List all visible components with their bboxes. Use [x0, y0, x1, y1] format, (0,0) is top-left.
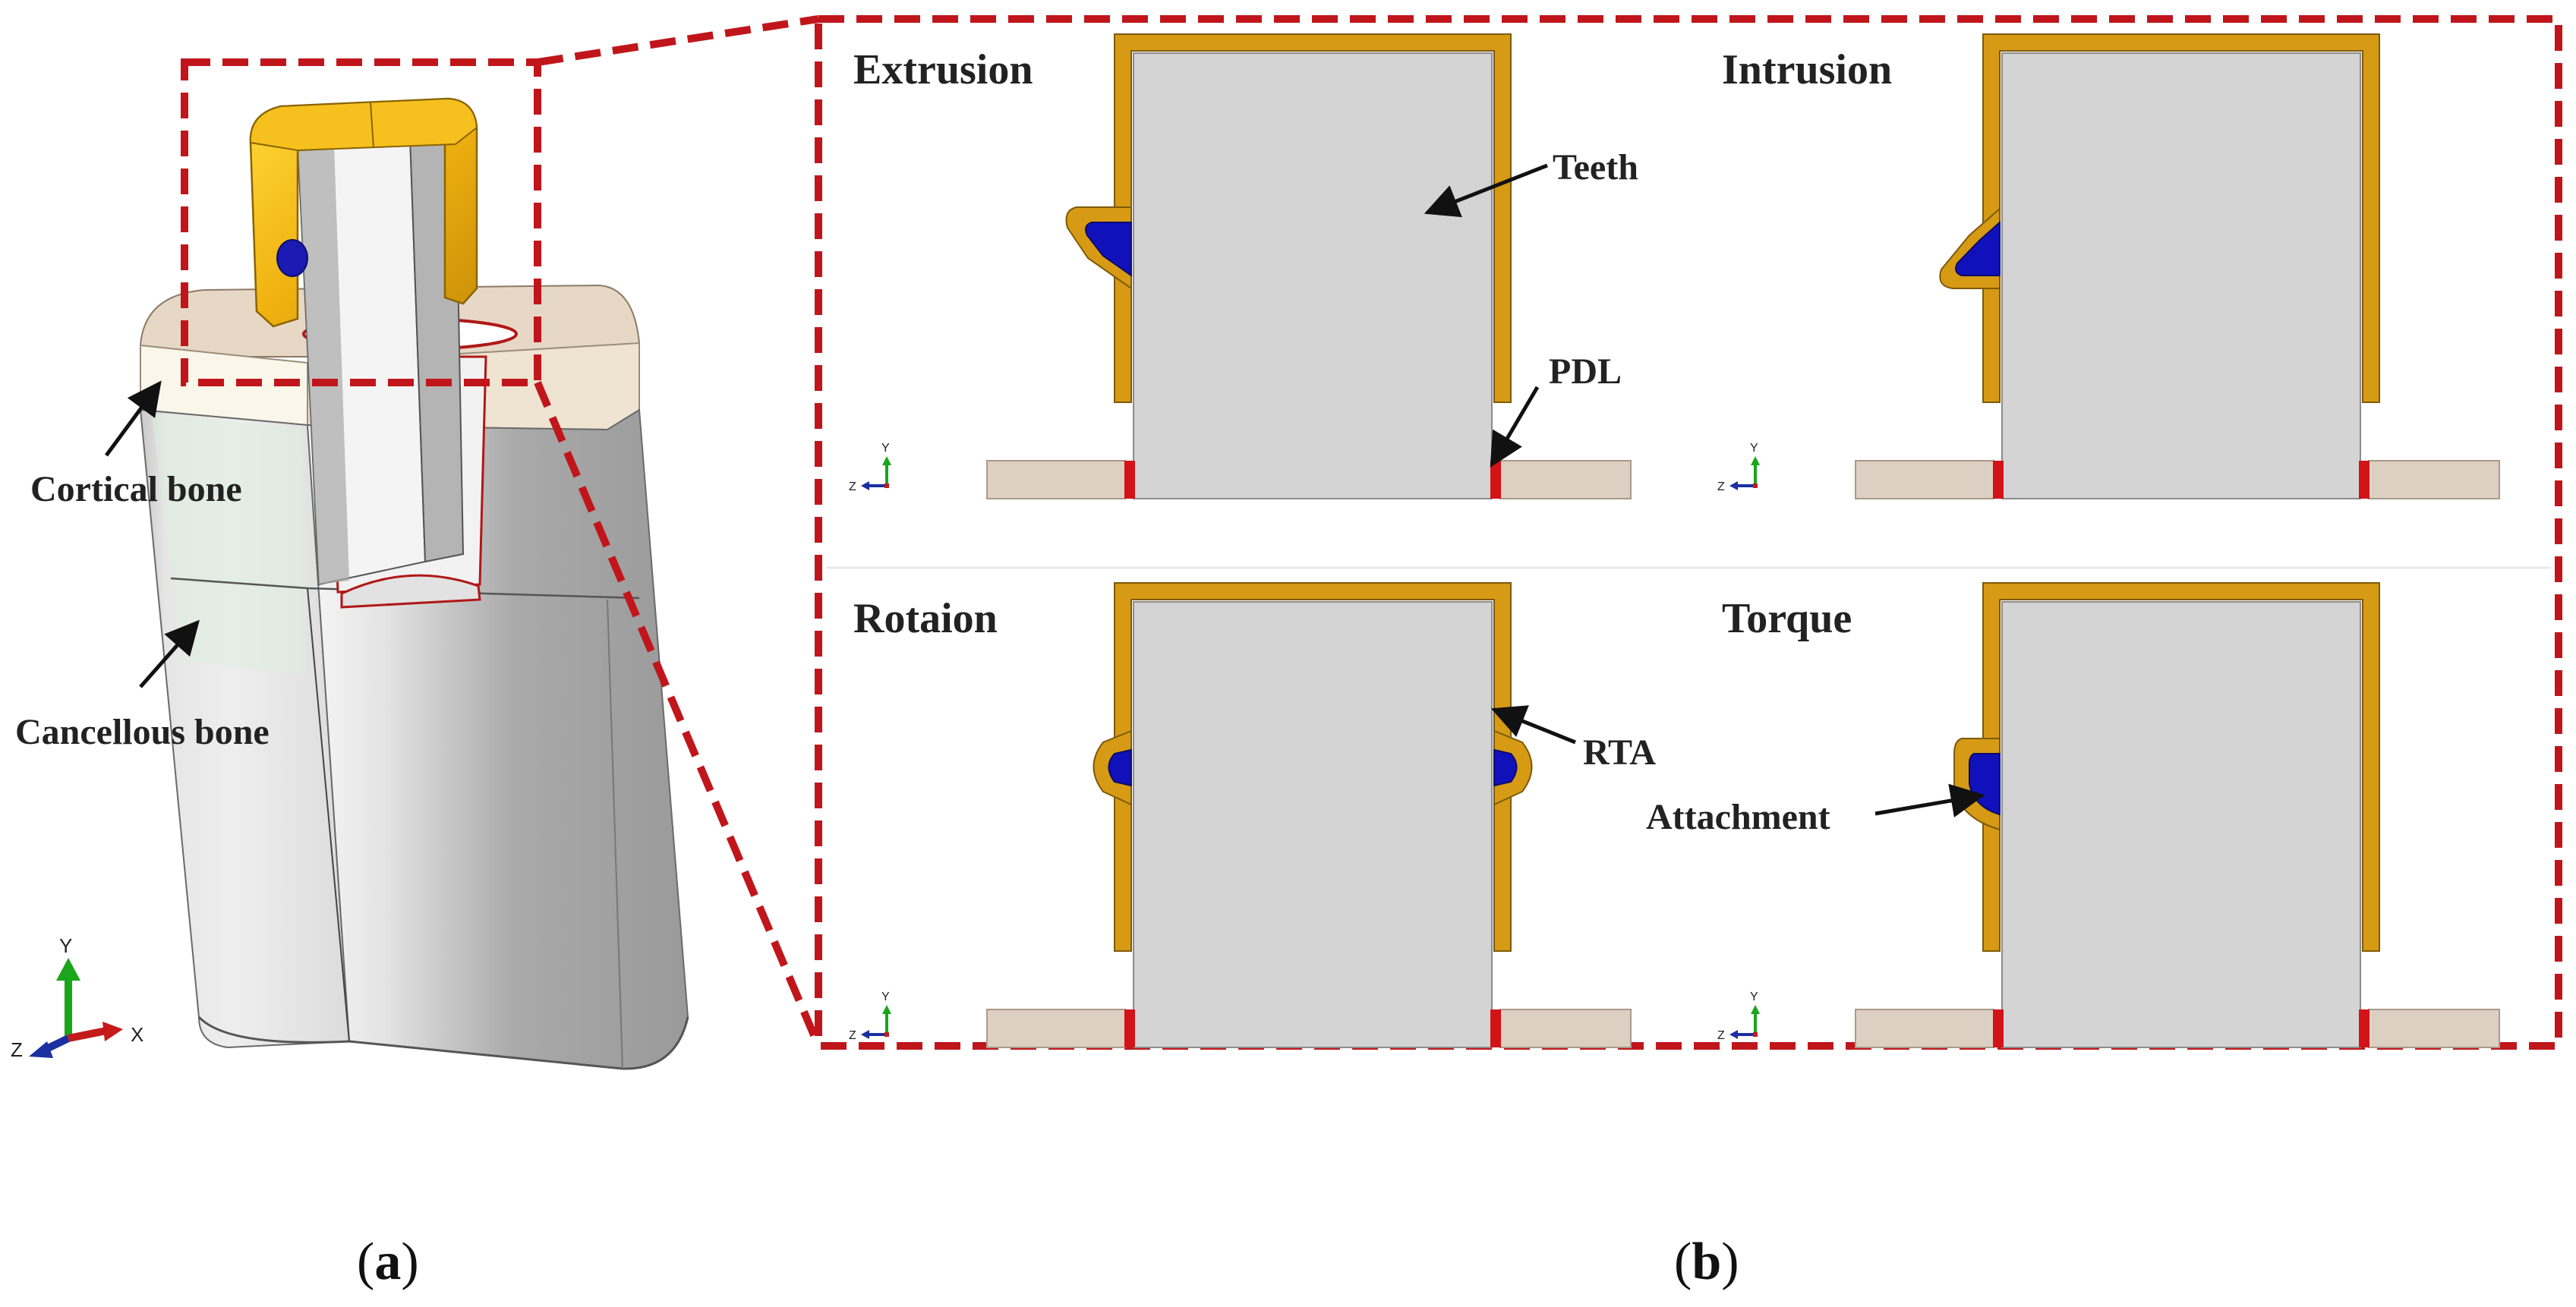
pdl-left — [1124, 1009, 1135, 1047]
bone-left — [1855, 460, 1994, 499]
panel-a: Cortical bone Cancellous bone Y Z X (a) — [11, 15, 822, 1291]
cortical-label: Cortical bone — [30, 469, 242, 509]
aligner-cap-top — [249, 97, 478, 152]
axis-triad-a: Y Z X — [11, 934, 143, 1061]
attachment-right — [1493, 748, 1518, 787]
aligner-shell — [1982, 582, 2380, 952]
axis-x-label: X — [131, 1023, 143, 1046]
zoom-box — [181, 58, 541, 386]
panel-title-extrusion: Extrusion — [853, 46, 1033, 93]
axis-z-label: Z — [1717, 1029, 1725, 1042]
bone-right — [1499, 460, 1632, 499]
axis-triad: YZ — [849, 990, 891, 1042]
axis-y-label: Y — [1750, 442, 1758, 455]
bone-left — [986, 1009, 1126, 1048]
panel-title-rotation: Rotaion — [853, 595, 998, 642]
tooth — [2001, 601, 2361, 1048]
attachment — [1085, 222, 1132, 277]
bone-left — [1855, 1009, 1994, 1048]
front-tint — [152, 414, 307, 676]
tooth-root-left — [298, 143, 349, 584]
aligner-shell — [1982, 33, 2380, 403]
attachment-label: Attachment — [1646, 797, 1830, 837]
tooth — [1133, 52, 1493, 499]
teeth-arrow — [1424, 163, 1548, 218]
axis-triad: YZ — [849, 442, 891, 493]
pdl-right — [2359, 461, 2369, 499]
panel-b: ExtrusionYZIntrusionYZRotaionYZTorqueYZ … — [815, 15, 2562, 1291]
zoom-line-top — [537, 15, 819, 66]
axis-y-label: Y — [881, 990, 890, 1003]
socket-floor — [340, 574, 481, 609]
pdl-right — [1490, 1009, 1501, 1047]
cortical-arrow — [104, 380, 162, 457]
pdl-label: PDL — [1549, 351, 1622, 392]
pdl-arrow — [1490, 386, 1540, 468]
cancellous-label: Cancellous bone — [15, 712, 270, 752]
pdl-left — [1993, 1009, 2004, 1047]
axis-y-label: Y — [881, 442, 890, 455]
axis-z-label: Z — [849, 480, 856, 493]
bone-right — [2368, 460, 2500, 499]
zoom-line-bottom — [534, 381, 822, 1047]
caption-a: (a) — [357, 1233, 419, 1291]
tooth — [2001, 52, 2361, 499]
axis-y-label: Y — [1750, 990, 1758, 1003]
caption-b: (b) — [1674, 1233, 1739, 1291]
panel-title-intrusion: Intrusion — [1722, 46, 1892, 93]
pdl-left — [1993, 461, 2004, 499]
tooth — [1133, 601, 1493, 1048]
cancellous-arrow — [139, 619, 200, 688]
attachment-left — [1108, 748, 1132, 787]
axis-triad: YZ — [1717, 442, 1760, 493]
axis-z-label: Z — [849, 1029, 856, 1042]
bone-right — [2368, 1009, 2500, 1048]
teeth-label: Teeth — [1553, 147, 1638, 187]
panel-b-frame — [815, 15, 2562, 1050]
rta-arrow — [1490, 705, 1576, 745]
pdl-left — [1124, 461, 1135, 499]
attachment — [1955, 220, 2001, 276]
aligner-cap-seam — [370, 102, 374, 149]
axis-y-label: Y — [59, 934, 72, 957]
axis-z-label: Z — [11, 1038, 23, 1061]
attachment-arrow — [1874, 783, 1985, 818]
pdl-right — [1490, 461, 1501, 499]
rta-label: RTA — [1583, 732, 1656, 773]
bone-right — [1499, 1009, 1632, 1048]
cancellous-vertical-line — [607, 599, 623, 1069]
axis-triad: YZ — [1717, 990, 1760, 1042]
panel-title-torque: Torque — [1722, 595, 1852, 642]
attachment-3d — [276, 239, 308, 277]
cancellous-inner-line — [307, 587, 350, 1042]
aligner-shell — [1114, 33, 1512, 403]
pdl-right — [2359, 1009, 2369, 1047]
bone-left — [986, 460, 1126, 499]
axis-z-label: Z — [1717, 480, 1725, 493]
